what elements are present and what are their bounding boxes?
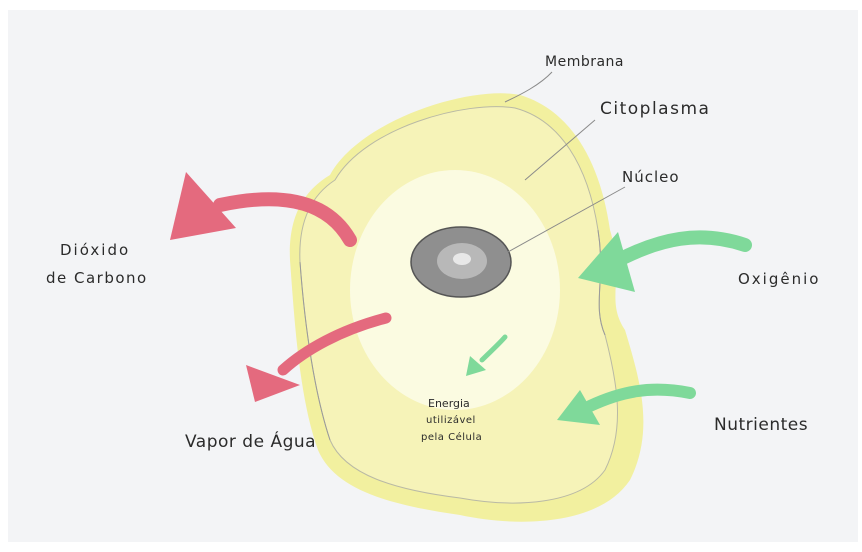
label-dioxido-line2: de Carbono [46,269,148,287]
label-membrana: Membrana [545,54,624,70]
oxigenio-arrow-shaft [615,237,745,262]
label-dioxido-line1: Dióxido [60,241,130,259]
nucleolus [453,253,471,265]
cell [290,93,644,521]
label-energia-line3: pela Célula [421,431,482,443]
label-nutrientes: Nutrientes [714,415,808,435]
label-citoplasma: Citoplasma [600,99,710,119]
label-vapor: Vapor de Água [185,430,316,452]
label-energia-line2: utilizável [426,414,476,426]
nucleus [411,227,511,297]
label-energia-line1: Energia [428,397,470,410]
vapor-arrow-head [246,365,300,402]
label-nucleo: Núcleo [622,168,680,186]
label-oxigenio: Oxigênio [738,270,820,288]
